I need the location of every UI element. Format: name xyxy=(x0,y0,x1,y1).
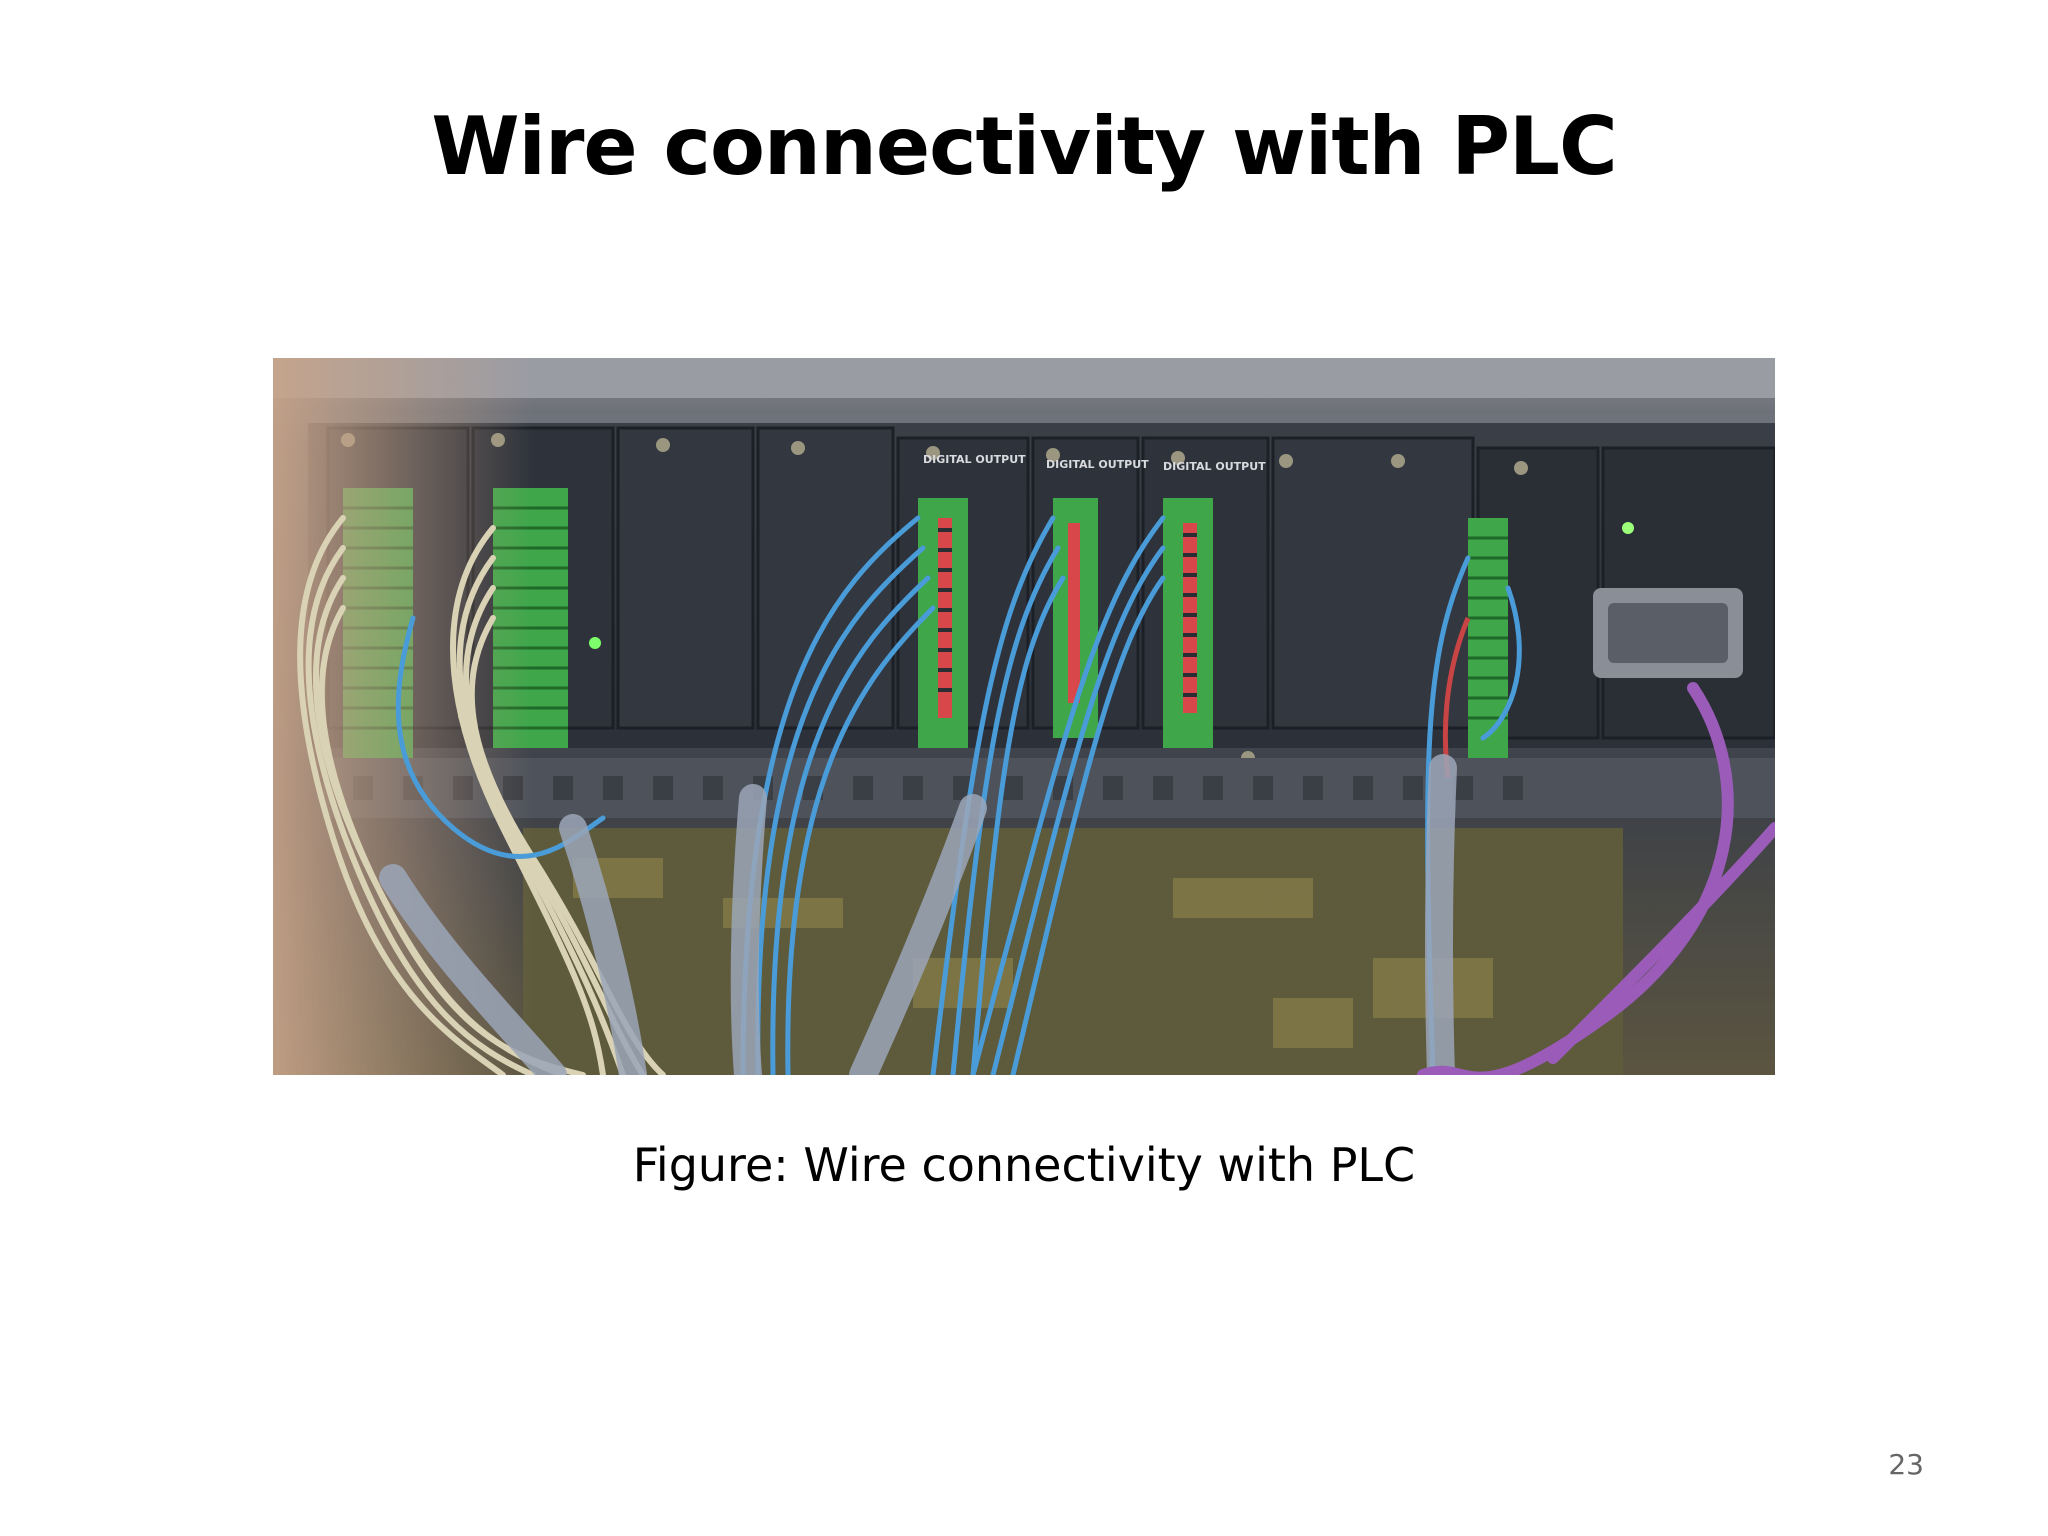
module-label-2: DIGITAL OUTPUT xyxy=(1046,458,1149,471)
plc-wiring-photo: DIGITAL OUTPUT DIGITAL OUTPUT DIGITAL OU… xyxy=(273,358,1775,1075)
slide-title: Wire connectivity with PLC xyxy=(431,100,1617,193)
module-label-1: DIGITAL OUTPUT xyxy=(923,453,1026,466)
wire-bundle-blue xyxy=(395,515,1522,1075)
figure-caption: Figure: Wire connectivity with PLC xyxy=(632,1138,1416,1192)
profibus-cable xyxy=(1417,682,1775,1075)
status-led xyxy=(1622,522,1634,534)
circuit-boards xyxy=(523,828,1623,1075)
module-label-3: DIGITAL OUTPUT xyxy=(1163,460,1266,473)
page-number: 23 xyxy=(1888,1448,1924,1481)
spiral-wrap xyxy=(379,754,1457,1075)
status-led xyxy=(589,637,601,649)
